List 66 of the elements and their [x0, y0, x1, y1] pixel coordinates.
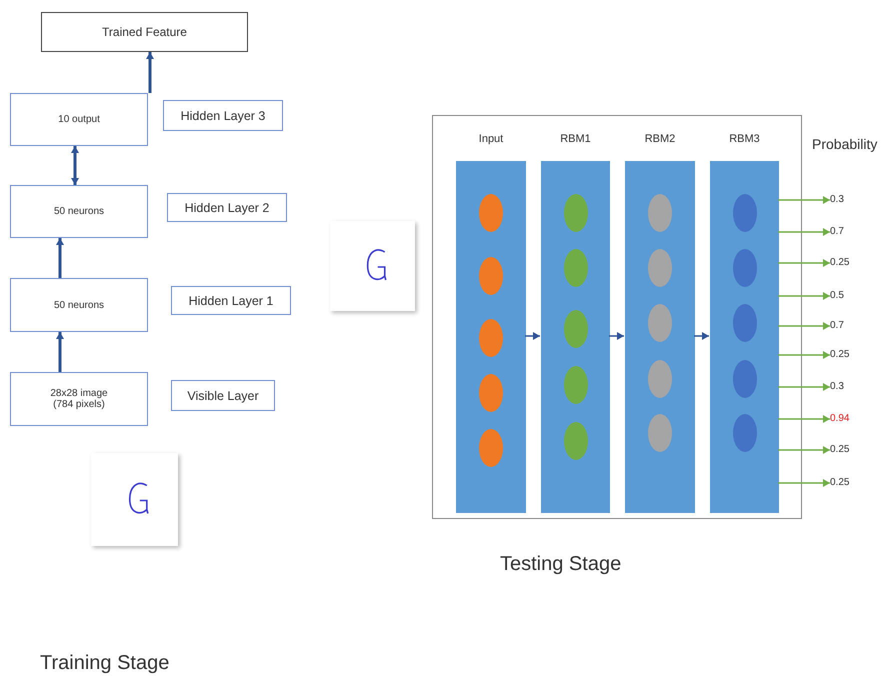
- stage-caption: Testing Stage: [500, 553, 622, 576]
- probability-value: 0.25: [830, 475, 870, 491]
- probability-value: 0.25: [830, 442, 870, 458]
- layer-label-box: Hidden Layer 2: [167, 193, 287, 222]
- output-box: Trained Feature: [41, 12, 248, 52]
- neuron-ellipse: [732, 360, 756, 398]
- arrow: [56, 332, 64, 372]
- layer-box: 10 output: [10, 93, 148, 146]
- arrow: [71, 146, 79, 185]
- arrow: [778, 415, 830, 423]
- neuron-ellipse: [564, 194, 588, 232]
- probability-value: 0.3: [830, 192, 870, 208]
- neuron-ellipse: [564, 310, 588, 348]
- arrow: [778, 196, 830, 204]
- neuron-ellipse: [479, 257, 503, 295]
- neuron-ellipse: [479, 429, 503, 467]
- neuron-ellipse: [648, 304, 672, 342]
- arrow: [778, 383, 830, 391]
- layer-box: 50 neurons: [10, 185, 148, 238]
- stage-caption: Training Stage: [40, 652, 170, 675]
- probability-value: 0.25: [830, 255, 870, 271]
- handwriting-picture: [91, 453, 178, 546]
- neuron-ellipse: [732, 304, 756, 342]
- arrow: [525, 332, 540, 340]
- arrow: [778, 446, 830, 454]
- probability-value: 0.7: [830, 224, 870, 240]
- probability-value: 0.5: [830, 288, 870, 304]
- probability-value: 0.25: [830, 347, 870, 363]
- neuron-ellipse: [479, 194, 503, 232]
- neuron-ellipse: [648, 249, 672, 287]
- layer-heading: Input: [478, 133, 504, 145]
- neuron-ellipse: [732, 249, 756, 287]
- arrow: [778, 228, 830, 236]
- arrow: [778, 322, 830, 330]
- neuron-ellipse: [479, 374, 503, 412]
- layer-heading: RBM2: [644, 133, 676, 145]
- layer-label-box: Visible Layer: [171, 380, 275, 411]
- probability-value: 0.94: [830, 411, 870, 427]
- arrow: [778, 259, 830, 267]
- arrow: [146, 52, 154, 93]
- layer-label-box: Hidden Layer 3: [163, 100, 283, 131]
- neuron-ellipse: [648, 414, 672, 452]
- network-frame: [432, 115, 802, 519]
- handwriting-picture: [330, 221, 415, 311]
- layer-box: 28x28 image (784 pixels): [10, 372, 148, 426]
- neuron-ellipse: [732, 414, 756, 452]
- probability-value: 0.7: [830, 318, 870, 334]
- probability-value: 0.3: [830, 379, 870, 395]
- neuron-ellipse: [648, 194, 672, 232]
- layer-heading: RBM3: [728, 133, 761, 145]
- arrow: [778, 479, 830, 487]
- arrow: [56, 238, 64, 278]
- layer-box: 50 neurons: [10, 278, 148, 332]
- neuron-ellipse: [564, 422, 588, 460]
- axis-heading: Probability: [812, 136, 878, 152]
- neuron-ellipse: [479, 319, 503, 357]
- neuron-ellipse: [648, 360, 672, 398]
- neuron-ellipse: [564, 249, 588, 287]
- arrow: [609, 332, 624, 340]
- arrow: [778, 351, 830, 359]
- layer-label-box: Hidden Layer 1: [171, 286, 291, 315]
- neuron-ellipse: [732, 194, 756, 232]
- layer-heading: RBM1: [559, 133, 592, 145]
- arrow: [694, 332, 709, 340]
- neuron-ellipse: [564, 366, 588, 404]
- arrow: [778, 292, 830, 300]
